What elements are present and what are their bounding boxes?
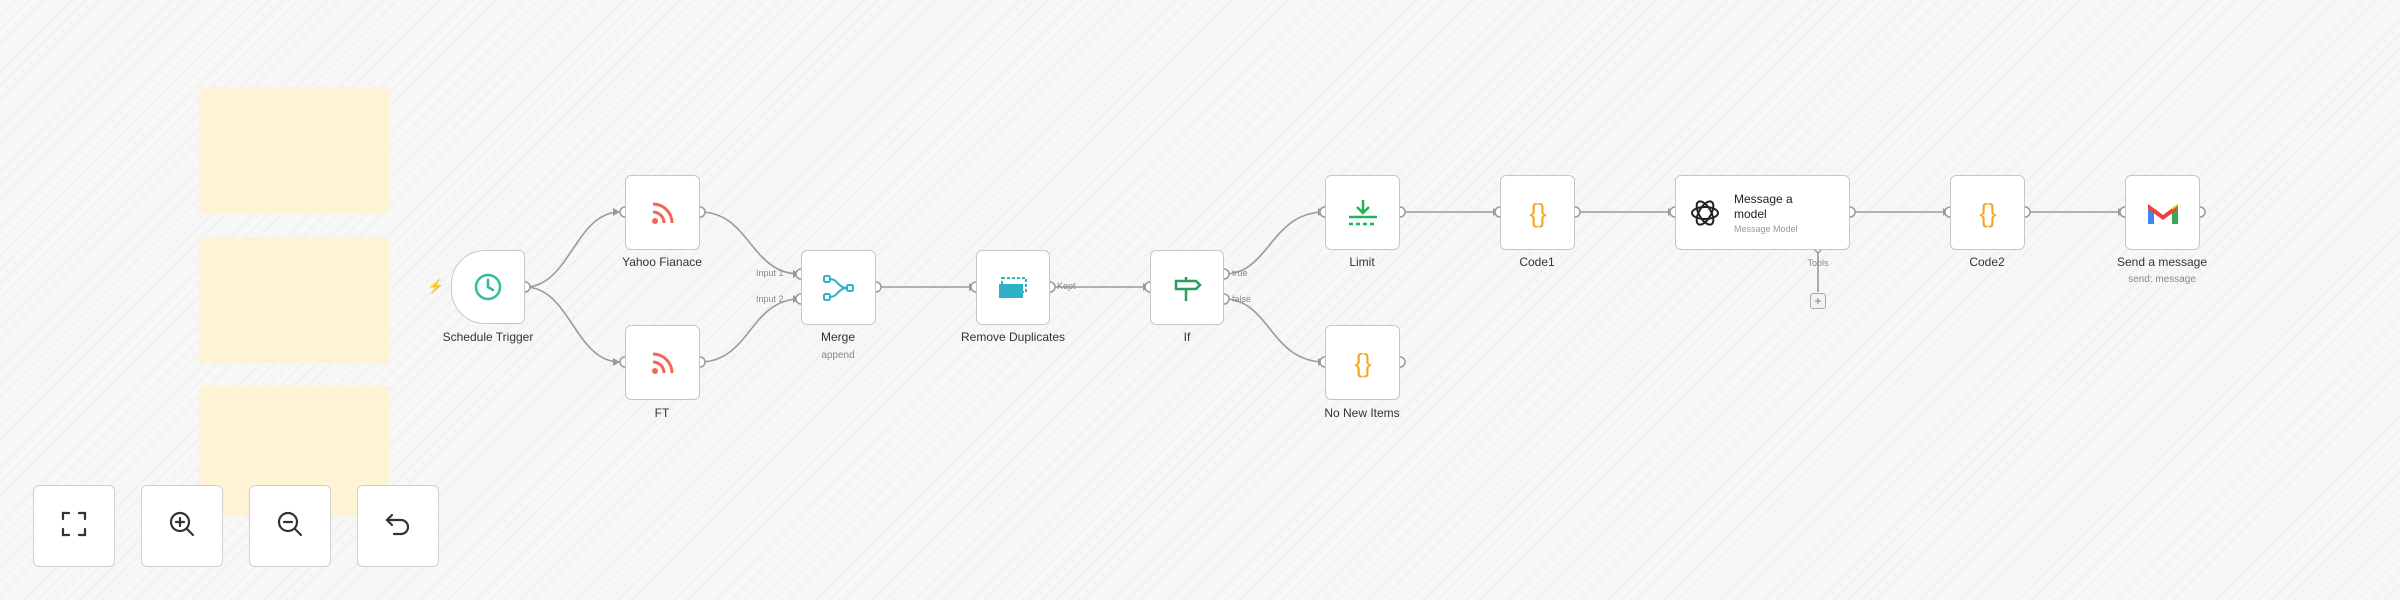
clock-icon — [473, 272, 503, 302]
no-new-items-label: No New Items — [1324, 406, 1400, 420]
zoom-out-button[interactable] — [249, 485, 331, 567]
code-icon: {} — [1346, 348, 1380, 378]
node-remove-duplicates[interactable] — [976, 250, 1050, 325]
rss-icon — [649, 199, 677, 227]
zoom-in-icon — [167, 509, 197, 544]
if-label: If — [1183, 330, 1191, 344]
code1-label: Code1 — [1519, 255, 1555, 269]
send-message-label: Send a message — [2116, 255, 2208, 269]
yahoo-finance-label: Yahoo Fianace — [622, 255, 702, 269]
if-false-label: false — [1232, 294, 1252, 304]
svg-text:{}: {} — [1354, 348, 1372, 378]
rss-icon — [649, 349, 677, 377]
trigger-bolt-icon: ⚡ — [427, 278, 445, 294]
openai-icon — [1688, 196, 1722, 230]
code2-label: Code2 — [1969, 255, 2005, 269]
node-if[interactable] — [1150, 250, 1224, 325]
send-message-sublabel: send: message — [2128, 274, 2196, 285]
node-code2[interactable]: {} — [1950, 175, 2025, 250]
zoom-in-button[interactable] — [141, 485, 223, 567]
message-model-title: Message a model — [1734, 191, 1793, 221]
tools-label: Tools — [1807, 258, 1829, 268]
sticky-note[interactable] — [199, 237, 389, 363]
merge-input2-label: Input 2 — [756, 294, 784, 304]
fit-view-icon — [59, 509, 89, 544]
node-limit[interactable] — [1325, 175, 1400, 250]
message-model-subtitle: Message Model — [1734, 223, 1798, 234]
remove-duplicates-label: Remove Duplicates — [960, 330, 1066, 344]
merge-icon — [822, 273, 856, 303]
node-yahoo-finance[interactable] — [625, 175, 700, 250]
svg-text:{}: {} — [1529, 198, 1547, 228]
merge-sublabel: append — [821, 350, 855, 361]
gmail-icon — [2146, 200, 2180, 226]
reset-zoom-button[interactable] — [357, 485, 439, 567]
node-code1[interactable]: {} — [1500, 175, 1575, 250]
undo-icon — [383, 509, 413, 544]
signpost-icon — [1172, 273, 1202, 303]
svg-text:{}: {} — [1979, 198, 1997, 228]
code-icon: {} — [1521, 198, 1555, 228]
node-schedule-trigger[interactable] — [451, 250, 525, 324]
code-icon: {} — [1971, 198, 2005, 228]
limit-label: Limit — [1349, 255, 1375, 269]
node-message-model[interactable]: Message a model Message Model — [1675, 175, 1850, 250]
schedule-trigger-label: Schedule Trigger — [442, 330, 534, 344]
merge-label: Merge — [820, 330, 856, 344]
fit-view-button[interactable] — [33, 485, 115, 567]
add-tool-button[interactable]: + — [1810, 293, 1826, 309]
ft-label: FT — [654, 406, 670, 420]
merge-input1-label: Input 1 — [756, 268, 784, 278]
remove-duplicates-output-label: Kept — [1057, 281, 1076, 291]
zoom-out-icon — [275, 509, 305, 544]
node-no-new-items[interactable]: {} — [1325, 325, 1400, 400]
remove-duplicates-icon — [996, 275, 1030, 301]
if-true-label: true — [1232, 268, 1248, 278]
node-merge[interactable] — [801, 250, 876, 325]
node-ft[interactable] — [625, 325, 700, 400]
node-send-message[interactable] — [2125, 175, 2200, 250]
sticky-note[interactable] — [199, 87, 389, 213]
limit-icon — [1346, 198, 1380, 228]
